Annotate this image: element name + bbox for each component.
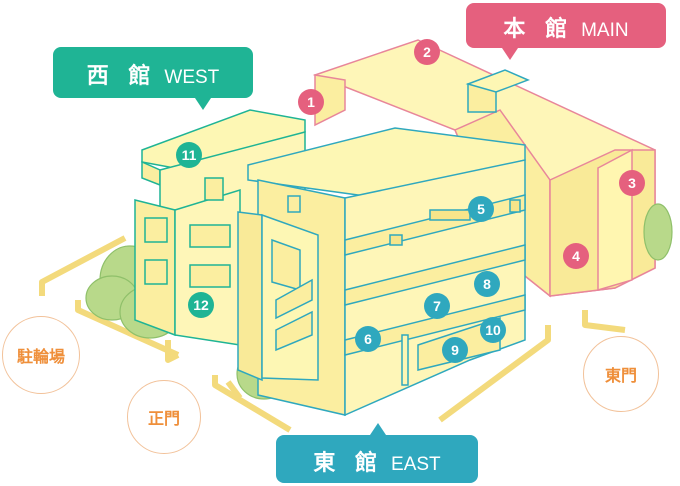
west-building-latin: WEST <box>164 67 220 88</box>
east-building-label[interactable]: 東 館 EAST <box>276 423 478 483</box>
marker-4[interactable]: 4 <box>563 243 589 269</box>
east-gate-label: 東門 <box>604 366 637 385</box>
marker-12[interactable]: 12 <box>188 292 214 318</box>
marker-7[interactable]: 7 <box>424 293 450 319</box>
marker-8[interactable]: 8 <box>474 271 500 297</box>
main-building-kanji: 本 館 <box>503 17 574 42</box>
fences <box>39 235 626 433</box>
marker-5[interactable]: 5 <box>468 196 494 222</box>
bicycle-parking-label: 駐輪場 <box>16 347 65 366</box>
marker-9[interactable]: 9 <box>442 337 468 363</box>
west-building-label[interactable]: 西 館 WEST <box>53 47 253 110</box>
marker-6[interactable]: 6 <box>355 326 381 352</box>
main-building-latin: MAIN <box>581 20 629 41</box>
marker-11[interactable]: 11 <box>176 142 202 168</box>
main-building-label[interactable]: 本 館 MAIN <box>466 3 666 60</box>
main-gate-label: 正門 <box>147 409 180 428</box>
east-building-kanji: 東 館 <box>313 451 384 476</box>
marker-10[interactable]: 10 <box>480 317 506 343</box>
west-building-kanji: 西 館 <box>86 64 157 89</box>
east-building-latin: EAST <box>391 454 441 475</box>
marker-1[interactable]: 1 <box>298 89 324 115</box>
marker-3[interactable]: 3 <box>619 170 645 196</box>
east-gate-bubble[interactable]: 東門 <box>583 336 659 412</box>
bicycle-parking-bubble[interactable]: 駐輪場 <box>2 316 80 394</box>
main-gate-bubble[interactable]: 正門 <box>127 380 201 454</box>
marker-2[interactable]: 2 <box>414 39 440 65</box>
